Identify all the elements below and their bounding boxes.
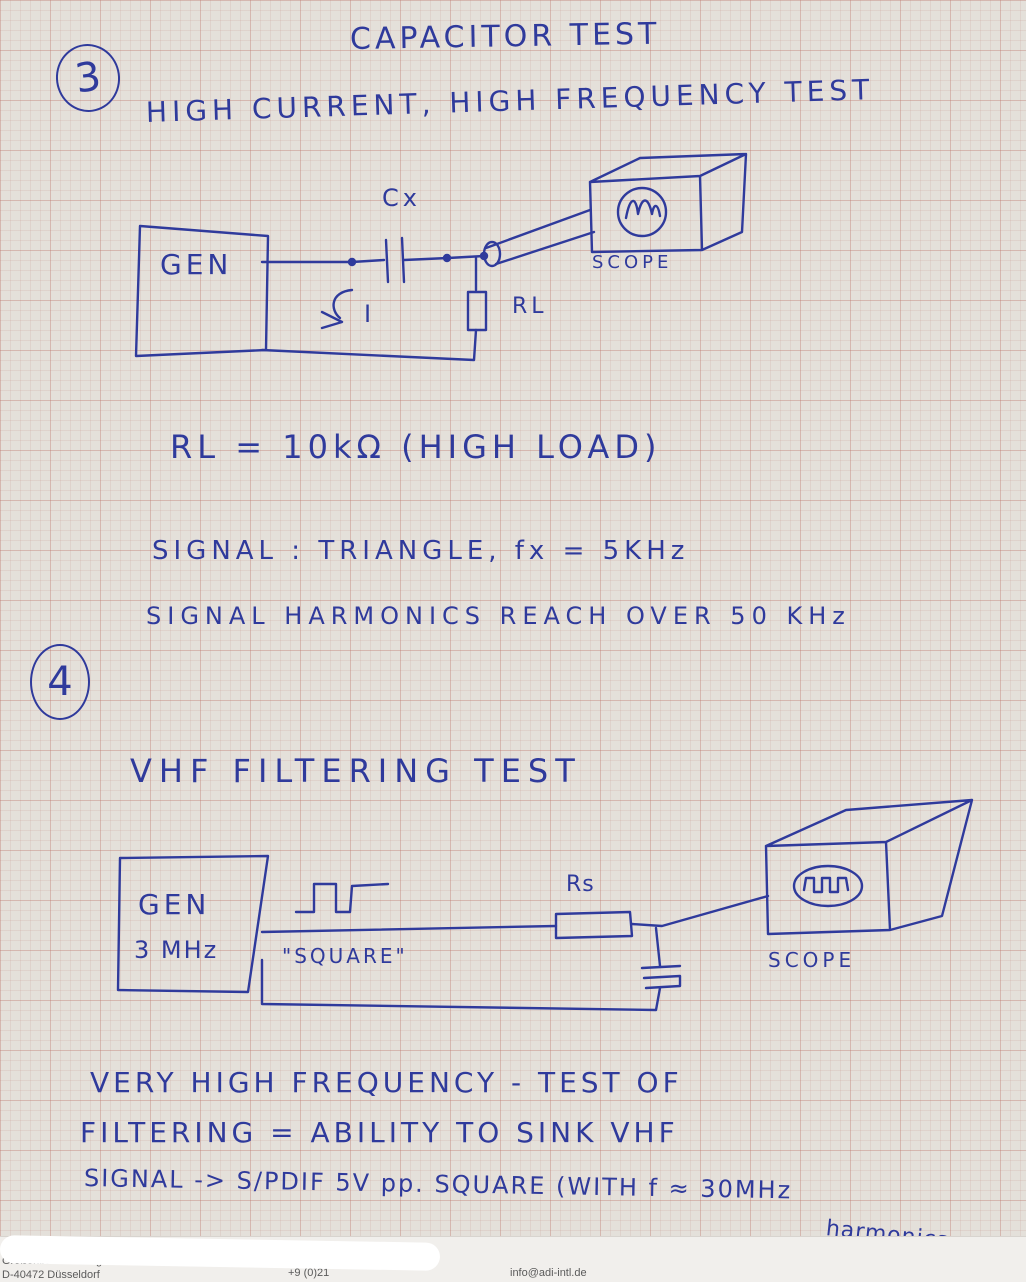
address-line-2: D-40472 Düsseldorf bbox=[2, 1269, 100, 1281]
gen-label-3: GEN bbox=[160, 248, 233, 281]
letterhead-footer: Großenbaumer Weg 8 D-40472 Düsseldorf +9… bbox=[0, 1235, 1026, 1282]
wire-top-3 bbox=[260, 258, 386, 264]
circuit-4 bbox=[116, 798, 974, 1012]
footer-email: info@adi-intl.de bbox=[510, 1267, 587, 1279]
section-number-4: 4 bbox=[30, 644, 90, 720]
resistor-label-rl: RL bbox=[512, 294, 548, 319]
coax-cable bbox=[484, 208, 596, 266]
resistor-rs bbox=[554, 910, 634, 940]
current-arrow bbox=[320, 288, 354, 330]
capacitor-cx bbox=[384, 236, 406, 284]
resistor-label-rs: Rs bbox=[566, 872, 595, 897]
wire-to-cap bbox=[654, 926, 662, 968]
resistor-rl bbox=[466, 290, 488, 332]
scope-screen-4 bbox=[792, 864, 864, 908]
circuit-3 bbox=[134, 152, 748, 362]
section3-title: CAPACITOR TEST bbox=[349, 16, 661, 57]
square-label: "SQUARE" bbox=[282, 944, 408, 968]
gen-freq-label: 3 MHz bbox=[134, 936, 219, 964]
harmonics-note: SIGNAL HARMONICS REACH OVER 50 KHz bbox=[146, 602, 851, 630]
scope-wave-4 bbox=[802, 876, 850, 894]
hand-drawn-schematics bbox=[116, 152, 974, 1012]
node-dot bbox=[442, 253, 452, 263]
scope-box-4 bbox=[764, 798, 974, 936]
capacitor-vhf bbox=[640, 964, 682, 990]
cap-label-cx: Cx bbox=[382, 184, 421, 212]
wire-bottom-4 bbox=[260, 958, 662, 1012]
scope-label-3: SCOPE bbox=[592, 252, 673, 273]
wire-to-scope-4 bbox=[630, 894, 770, 928]
wire-top-4 bbox=[260, 924, 558, 934]
node-dot bbox=[347, 257, 357, 267]
node-dot bbox=[479, 251, 489, 261]
gen-box-3 bbox=[134, 224, 270, 358]
gen-box-4 bbox=[116, 854, 270, 994]
scope-box-3 bbox=[588, 152, 748, 254]
scope-screen-3 bbox=[616, 186, 668, 238]
vhf-note-line1: VERY HIGH FREQUENCY - TEST OF bbox=[90, 1066, 683, 1099]
wire-bottom-3 bbox=[260, 328, 478, 362]
signal-note: SIGNAL : TRIANGLE, fx = 5KHz bbox=[152, 536, 690, 566]
scope-wave-3 bbox=[624, 199, 662, 220]
square-wave-symbol bbox=[294, 882, 390, 914]
section4-title: VHF FILTERING TEST bbox=[130, 752, 582, 790]
current-label: I bbox=[364, 300, 376, 328]
load-note: RL = 10kΩ (HIGH LOAD) bbox=[170, 428, 662, 466]
gen-label-4: GEN bbox=[138, 888, 211, 921]
phone-fragment: +9 (0)21 bbox=[288, 1267, 330, 1279]
scope-label-4: SCOPE bbox=[768, 948, 856, 972]
vhf-note-line2: FILTERING = ABILITY TO SINK VHF bbox=[80, 1116, 679, 1149]
